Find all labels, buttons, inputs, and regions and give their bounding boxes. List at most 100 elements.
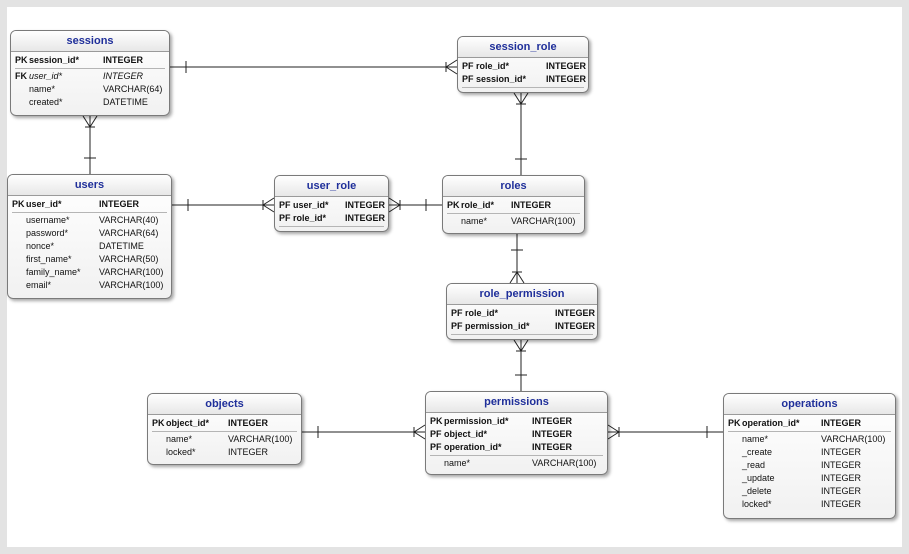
- field-type: INTEGER: [511, 200, 552, 210]
- field-name: locked*: [742, 499, 772, 509]
- field-name: role_id*: [476, 61, 510, 71]
- field-name: user_id*: [29, 71, 63, 81]
- field-key: PK: [15, 55, 28, 65]
- field-type: VARCHAR(100): [99, 267, 164, 277]
- field-type: INTEGER: [345, 213, 386, 223]
- many-cardinality-mark: [520, 339, 529, 352]
- field-name: created*: [29, 97, 63, 107]
- field-name: _update: [742, 473, 775, 483]
- field-row: name*VARCHAR(64): [15, 83, 165, 96]
- field-name: permission_id*: [444, 416, 509, 426]
- field-key: PF: [462, 74, 474, 84]
- field-type: INTEGER: [532, 416, 573, 426]
- field-name: name*: [166, 434, 193, 444]
- field-type: VARCHAR(100): [532, 458, 597, 468]
- field-type: INTEGER: [821, 460, 862, 470]
- field-key: PK: [152, 418, 165, 428]
- field-name: first_name*: [26, 254, 72, 264]
- field-name: email*: [26, 280, 52, 290]
- field-type: VARCHAR(100): [99, 280, 164, 290]
- field-type: INTEGER: [546, 74, 587, 84]
- field-name: name*: [461, 216, 488, 226]
- field-key: PK: [447, 200, 460, 210]
- field-type: INTEGER: [555, 308, 596, 318]
- field-type: DATETIME: [99, 241, 144, 251]
- field-name: role_id*: [293, 213, 327, 223]
- field-type: VARCHAR(64): [99, 228, 159, 238]
- field-type: INTEGER: [99, 199, 140, 209]
- entity-title: objects: [148, 394, 301, 415]
- field-key: PK: [12, 199, 25, 209]
- entity-title: users: [8, 175, 171, 196]
- field-row: locked*INTEGER: [152, 446, 297, 459]
- many-cardinality-mark: [520, 92, 529, 105]
- field-row: password*VARCHAR(64): [12, 227, 167, 240]
- field-name: family_name*: [26, 267, 81, 277]
- field-type: VARCHAR(50): [99, 254, 159, 264]
- field-type: INTEGER: [821, 473, 862, 483]
- field-name: username*: [26, 215, 70, 225]
- field-name: name*: [742, 434, 769, 444]
- field-name: locked*: [166, 447, 196, 457]
- field-key: PF: [430, 429, 442, 439]
- field-type: VARCHAR(40): [99, 215, 159, 225]
- field-name: _delete: [742, 486, 772, 496]
- field-row: name*VARCHAR(100): [728, 433, 891, 446]
- many-cardinality-mark: [82, 115, 91, 128]
- many-cardinality-mark: [413, 431, 426, 440]
- many-cardinality-mark: [413, 424, 426, 433]
- field-name: _create: [742, 447, 773, 457]
- field-name: name*: [444, 458, 471, 468]
- entity-title: operations: [724, 394, 895, 415]
- field-type: INTEGER: [532, 429, 573, 439]
- field-name: session_id*: [29, 55, 80, 65]
- many-cardinality-mark: [388, 204, 401, 213]
- field-name: operation_id*: [742, 418, 800, 428]
- entity-title: sessions: [11, 31, 169, 52]
- many-cardinality-mark: [607, 424, 620, 433]
- field-name: name*: [29, 84, 56, 94]
- field-type: DATETIME: [103, 97, 148, 107]
- field-name: operation_id*: [444, 442, 502, 452]
- field-key: PF: [451, 308, 463, 318]
- field-type: INTEGER: [821, 499, 862, 509]
- field-name: object_id*: [166, 418, 210, 428]
- entity-title: role_permission: [447, 284, 597, 305]
